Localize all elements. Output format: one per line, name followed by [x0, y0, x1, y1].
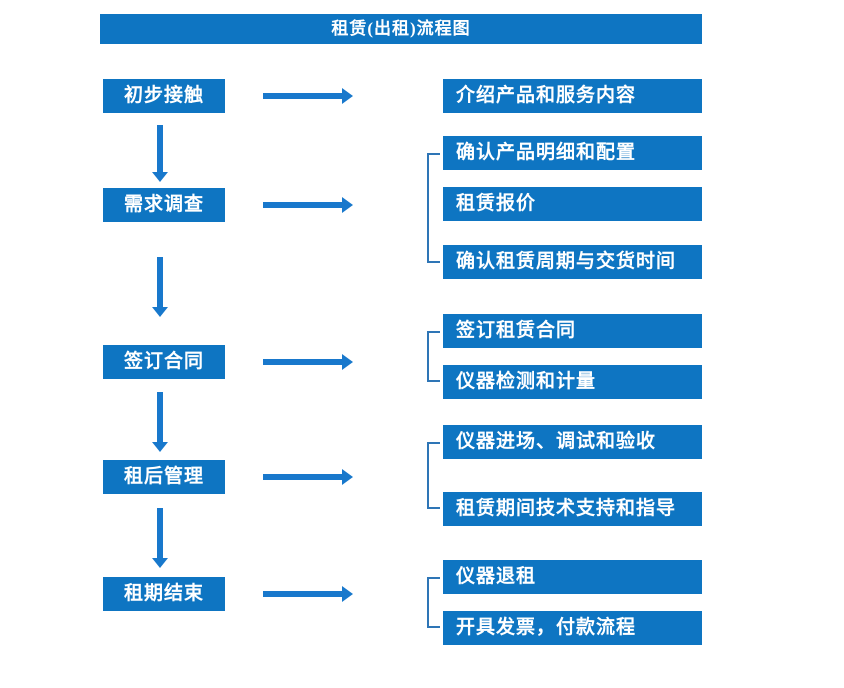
detail-box-rental-quote: 租赁报价 [443, 187, 702, 221]
arrow-right-icon [263, 88, 353, 104]
arrow-shaft [157, 508, 163, 559]
arrow-head [342, 354, 353, 370]
group-bracket [427, 442, 440, 509]
flowchart-title: 租赁(出租)流程图 [100, 14, 702, 44]
arrow-right-icon [263, 469, 353, 485]
arrow-head [342, 197, 353, 213]
detail-box-invoice-payment: 开具发票，付款流程 [443, 611, 702, 645]
detail-box-return-equipment: 仪器退租 [443, 560, 702, 594]
arrow-down-icon [152, 392, 168, 452]
detail-box-inspection: 仪器检测和计量 [443, 365, 702, 399]
group-bracket [427, 577, 440, 628]
stage-box-post-rental-management: 租后管理 [103, 460, 225, 494]
arrow-head [152, 558, 168, 568]
arrow-head [152, 442, 168, 452]
arrow-down-icon [152, 257, 168, 317]
arrow-shaft [263, 93, 343, 99]
detail-box-sign-lease: 签订租赁合同 [443, 314, 702, 348]
arrow-right-icon [263, 197, 353, 213]
detail-box-setup-acceptance: 仪器进场、调试和验收 [443, 425, 702, 459]
arrow-shaft [157, 257, 163, 308]
group-bracket [427, 331, 440, 382]
arrow-head [152, 307, 168, 317]
detail-box-confirm-period: 确认租赁周期与交货时间 [443, 245, 702, 279]
arrow-down-icon [152, 508, 168, 568]
detail-box-tech-support: 租赁期间技术支持和指导 [443, 492, 702, 526]
arrow-head [152, 172, 168, 182]
arrow-head [342, 586, 353, 602]
arrow-right-icon [263, 354, 353, 370]
stage-box-sign-contract: 签订合同 [103, 345, 225, 379]
arrow-right-icon [263, 586, 353, 602]
stage-box-lease-end: 租期结束 [103, 577, 225, 611]
stage-box-demand-survey: 需求调查 [103, 188, 225, 222]
arrow-shaft [263, 591, 343, 597]
arrow-head [342, 88, 353, 104]
arrow-shaft [263, 359, 343, 365]
stage-box-initial-contact: 初步接触 [103, 79, 225, 113]
arrow-shaft [263, 202, 343, 208]
group-bracket [427, 153, 440, 263]
arrow-down-icon [152, 125, 168, 182]
arrow-shaft [157, 392, 163, 443]
arrow-shaft [157, 125, 163, 173]
detail-box-intro-products: 介绍产品和服务内容 [443, 79, 702, 113]
arrow-head [342, 469, 353, 485]
arrow-shaft [263, 474, 343, 480]
detail-box-confirm-config: 确认产品明细和配置 [443, 136, 702, 170]
